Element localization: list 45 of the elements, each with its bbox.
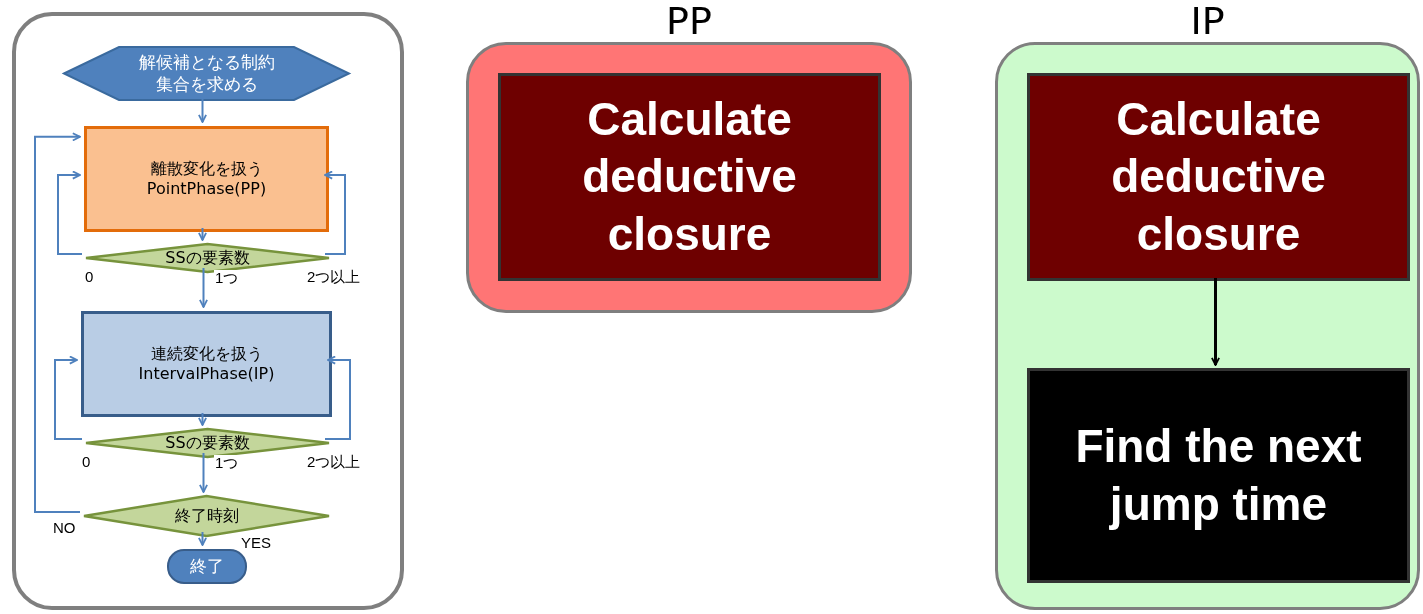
process-box bbox=[81, 311, 332, 417]
arrow bbox=[198, 412, 207, 426]
step-text: 離散変化を扱う bbox=[150, 159, 263, 179]
arrow bbox=[198, 96, 207, 123]
decision-diamond bbox=[86, 429, 329, 457]
arrow bbox=[324, 355, 351, 440]
step-text: SSの要素数 bbox=[165, 433, 250, 453]
arrow bbox=[199, 452, 208, 493]
panel-heading: IP bbox=[1189, 1, 1226, 41]
step-text: IntervalPhase(IP) bbox=[138, 364, 275, 384]
process-box bbox=[498, 73, 881, 281]
arrow bbox=[324, 170, 346, 255]
step-text: Calculate deductive closure bbox=[581, 91, 798, 262]
arrow bbox=[54, 355, 83, 440]
process-box bbox=[1027, 368, 1410, 583]
arrow bbox=[198, 227, 207, 241]
step-text: 終了 bbox=[190, 555, 224, 578]
edge-label: 0 bbox=[84, 269, 95, 285]
edge-label: YES bbox=[240, 535, 272, 551]
arrow bbox=[199, 267, 208, 308]
step-text: SSの要素数 bbox=[165, 248, 250, 268]
edge-label: NO bbox=[52, 520, 77, 536]
step-text: Find the next jump time bbox=[1074, 419, 1363, 532]
rounded-panel bbox=[12, 12, 404, 610]
arrow bbox=[1211, 278, 1220, 366]
arrow bbox=[34, 132, 81, 513]
edge-label: 1つ bbox=[214, 270, 240, 286]
edge-label: 0 bbox=[81, 454, 92, 470]
process-box bbox=[1027, 73, 1410, 281]
step-text: Calculate deductive closure bbox=[1110, 91, 1327, 262]
step-text: 解候補となる制約集合を求める bbox=[137, 52, 276, 95]
preparation-hexagon bbox=[64, 46, 349, 101]
step-text: 連続変化を扱う bbox=[150, 344, 263, 364]
decision-diamond bbox=[84, 496, 329, 536]
terminator bbox=[167, 549, 247, 584]
edge-label: 1つ bbox=[214, 455, 240, 471]
step-text: 終了時刻 bbox=[174, 506, 239, 526]
decision-diamond bbox=[86, 244, 329, 272]
arrow bbox=[57, 170, 83, 255]
panel-heading: PP bbox=[665, 1, 713, 41]
edge-label: 2つ以上 bbox=[306, 454, 362, 470]
step-text: PointPhase(PP) bbox=[146, 179, 267, 199]
arrow bbox=[198, 531, 207, 546]
process-box bbox=[84, 126, 329, 232]
edge-label: 2つ以上 bbox=[306, 269, 362, 285]
